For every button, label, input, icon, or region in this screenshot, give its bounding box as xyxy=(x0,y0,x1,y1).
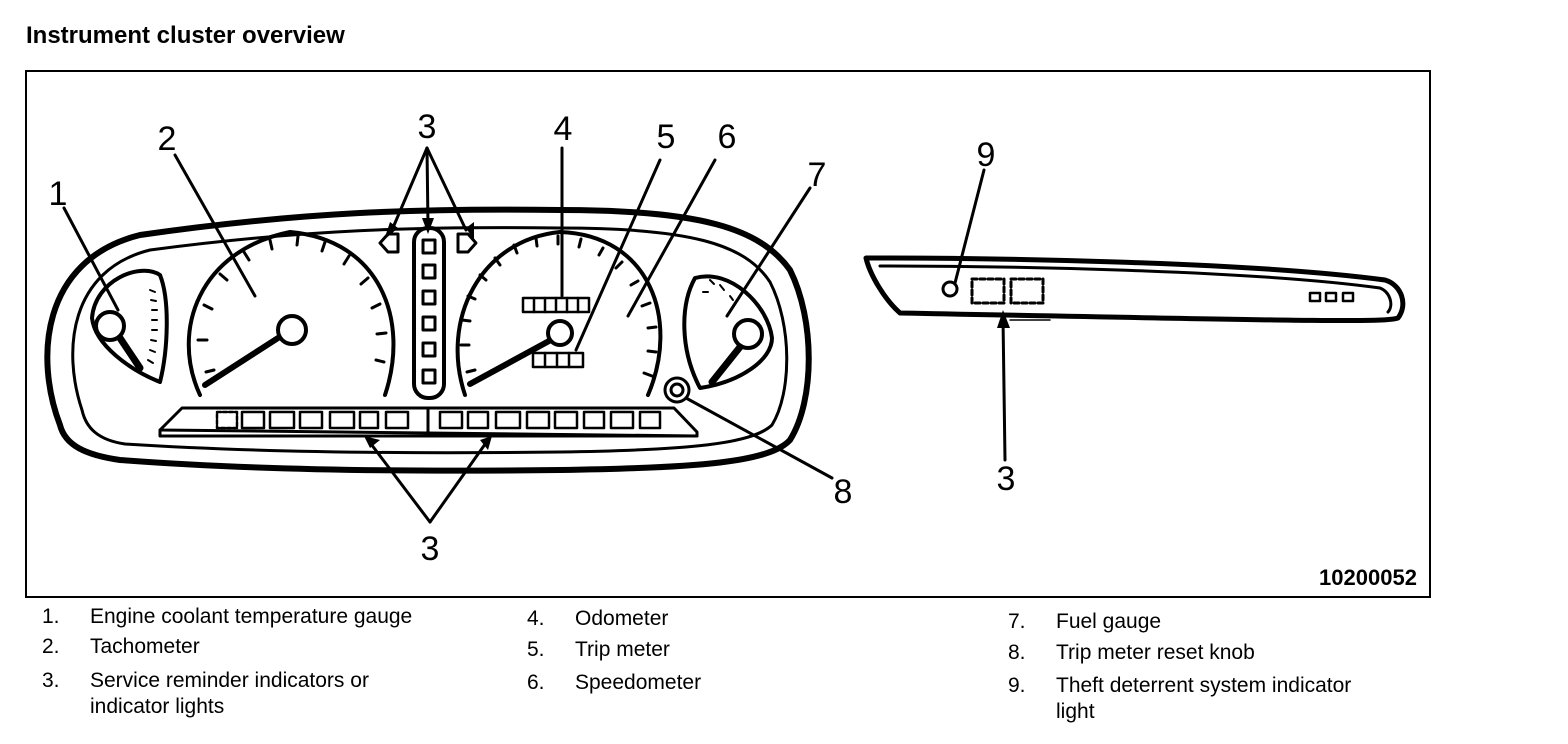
odometer xyxy=(521,296,591,314)
legend-number: 3. xyxy=(42,669,60,692)
legend-number: 4. xyxy=(527,607,545,630)
legend-text: Odometer xyxy=(575,607,669,630)
cluster-housing xyxy=(44,206,812,474)
trip-meter xyxy=(531,351,585,369)
legend-number: 5. xyxy=(527,638,545,661)
trip-meter-reset-knob xyxy=(663,376,691,404)
legend-text: Trip meter xyxy=(575,638,670,661)
callout-4: 4 xyxy=(554,110,573,148)
legend-item-1: 1. Engine coolant temperature gauge xyxy=(42,604,412,630)
legend-item-9: 9. Theft deterrent system indicator ligh… xyxy=(1008,673,1351,725)
legend-number: 7. xyxy=(1008,610,1026,633)
side-panel-view xyxy=(863,255,1406,324)
legend-text: Fuel gauge xyxy=(1056,610,1162,633)
engine-coolant-temperature-gauge xyxy=(90,268,169,384)
legend-text: Theft deterrent system indicator xyxy=(1056,674,1352,697)
legend-number: 8. xyxy=(1008,641,1026,664)
speedometer xyxy=(455,230,663,397)
fuel-gauge xyxy=(682,274,774,390)
tachometer xyxy=(186,230,396,397)
legend-text-continued: indicator lights xyxy=(90,695,225,718)
legend-text: Engine coolant temperature gauge xyxy=(90,605,413,628)
legend-text: Trip meter reset knob xyxy=(1056,641,1255,664)
legend-item-8: 8. Trip meter reset knob xyxy=(1008,640,1255,666)
legend-item-6: 6. Speedometer xyxy=(527,670,701,696)
callout-5: 5 xyxy=(657,118,676,156)
legend-text: Service reminder indicators or xyxy=(90,669,369,692)
legend-number: 2. xyxy=(42,635,60,658)
leader-arrowheads xyxy=(364,218,1010,450)
callout-2: 2 xyxy=(158,120,177,158)
leader-lines xyxy=(62,146,1007,524)
callout-3-bottom: 3 xyxy=(421,530,440,568)
callout-6: 6 xyxy=(718,118,737,156)
legend-number: 9. xyxy=(1008,674,1026,697)
figure-reference-code: 10200052 xyxy=(1319,565,1417,590)
legend-number: 6. xyxy=(527,671,545,694)
page-title: Instrument cluster overview xyxy=(26,22,345,49)
indicator-strip-horizontal xyxy=(158,406,699,438)
callout-3-right: 3 xyxy=(997,460,1016,498)
legend-item-5: 5. Trip meter xyxy=(527,637,670,663)
legend-item-2: 2. Tachometer xyxy=(42,634,200,660)
callout-3-top: 3 xyxy=(418,108,437,146)
legend-text-continued: light xyxy=(1056,700,1095,723)
callout-1: 1 xyxy=(49,175,68,213)
legend-item-7: 7. Fuel gauge xyxy=(1008,609,1161,635)
diagram-frame xyxy=(25,70,1431,598)
callout-9: 9 xyxy=(977,136,996,174)
legend-item-3: 3. Service reminder indicators or indica… xyxy=(42,668,369,720)
legend-text: Speedometer xyxy=(575,671,702,694)
legend-number: 1. xyxy=(42,605,60,628)
callout-7: 7 xyxy=(808,156,827,194)
callout-8: 8 xyxy=(834,473,853,511)
legend-item-4: 4. Odometer xyxy=(527,606,668,632)
legend-text: Tachometer xyxy=(90,635,200,658)
